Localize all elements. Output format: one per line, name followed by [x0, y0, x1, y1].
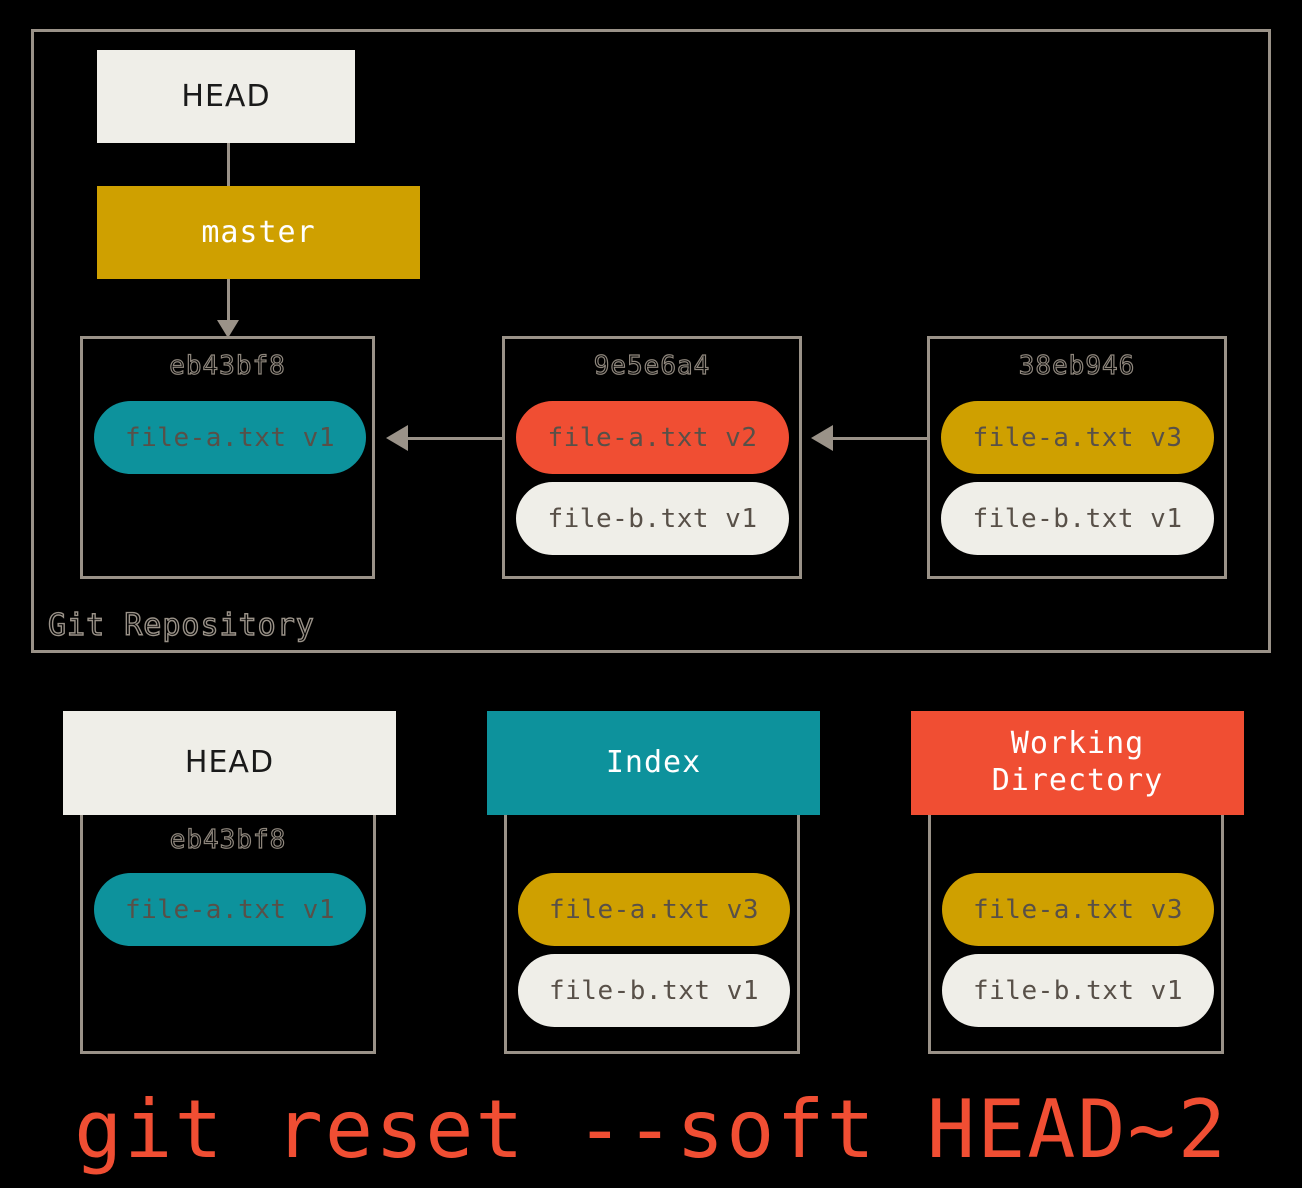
area-header-line-1: Working: [1010, 726, 1145, 762]
area-header-index: Index: [487, 711, 820, 815]
commit-box-eb43bf8: eb43bf8 file-a.txt v1: [80, 336, 375, 579]
area-sha: eb43bf8: [169, 824, 287, 855]
arrow-down-icon: [217, 320, 239, 338]
master-branch-box: master: [97, 186, 420, 279]
git-repository-frame: [31, 29, 1271, 653]
command-caption: git reset --soft HEAD~2: [74, 1083, 1228, 1176]
arrow-left-icon: [386, 425, 408, 451]
commit-link-line: [833, 437, 927, 440]
file-pill: file-b.txt v1: [942, 954, 1214, 1027]
file-pill: file-a.txt v2: [516, 401, 789, 474]
file-pill: file-a.txt v3: [942, 873, 1214, 946]
file-pill: file-a.txt v1: [94, 873, 366, 946]
area-body-working-directory: file-a.txt v3 file-b.txt v1: [928, 815, 1224, 1054]
commit-link-line: [408, 437, 502, 440]
area-header-line-2: Directory: [991, 763, 1164, 798]
area-body-head: eb43bf8 file-a.txt v1: [80, 815, 376, 1054]
file-pill: file-b.txt v1: [941, 482, 1214, 555]
master-to-commit-connector: [227, 279, 230, 324]
git-repository-label: Git Repository: [47, 607, 315, 643]
area-body-index: file-a.txt v3 file-b.txt v1: [504, 815, 800, 1054]
area-header-head: HEAD: [63, 711, 396, 815]
commit-box-38eb946: 38eb946 file-a.txt v3 file-b.txt v1: [927, 336, 1227, 579]
file-pill: file-b.txt v1: [516, 482, 789, 555]
commit-sha: 38eb946: [1018, 350, 1136, 381]
arrow-left-icon: [811, 425, 833, 451]
head-to-master-connector: [227, 143, 230, 186]
file-pill: file-b.txt v1: [518, 954, 790, 1027]
file-pill: file-a.txt v1: [94, 401, 366, 474]
commit-sha: eb43bf8: [169, 350, 286, 381]
area-header-working-directory: Working Directory: [911, 711, 1244, 815]
file-pill: file-a.txt v3: [518, 873, 790, 946]
file-pill: file-a.txt v3: [941, 401, 1214, 474]
commit-sha: 9e5e6a4: [593, 350, 711, 381]
head-pointer-box: HEAD: [97, 50, 355, 143]
commit-box-9e5e6a4: 9e5e6a4 file-a.txt v2 file-b.txt v1: [502, 336, 802, 579]
